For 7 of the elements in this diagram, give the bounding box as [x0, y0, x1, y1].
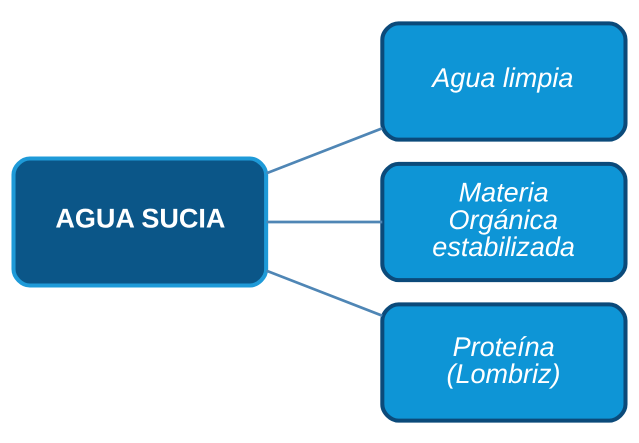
node-box: Agua limpia — [380, 20, 628, 142]
node-box: Proteína (Lombriz) — [380, 302, 628, 422]
connector — [266, 220, 382, 223]
connector — [266, 126, 383, 174]
node-box: Materia Orgánica estabilizada — [380, 161, 628, 282]
connector — [266, 268, 383, 316]
node-box: AGUA SUCIA — [11, 156, 268, 288]
